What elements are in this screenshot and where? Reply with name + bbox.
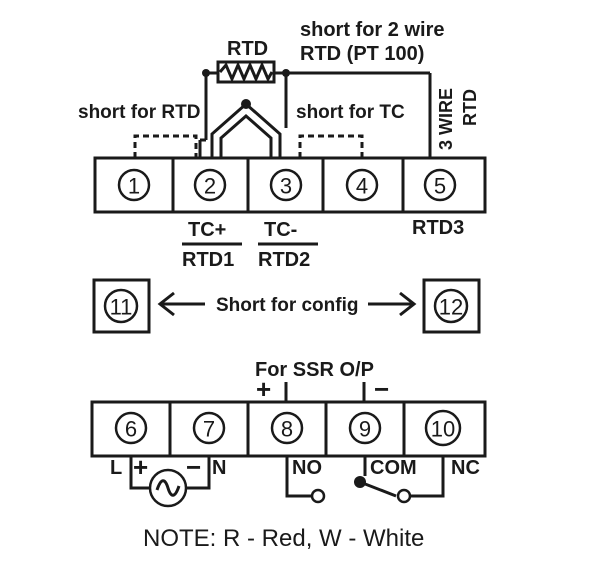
supply-minus-label: − [186, 452, 201, 482]
relay-no-label: NO [292, 457, 322, 479]
svg-text:5: 5 [434, 174, 446, 199]
relay-com-label: COM [370, 457, 417, 479]
terminal-1: 1 [117, 168, 151, 202]
three-wire-rtd-label: RTD [460, 89, 480, 126]
svg-text:3: 3 [280, 174, 292, 199]
rtd2-label: RTD2 [258, 249, 310, 271]
svg-text:4: 4 [356, 174, 368, 199]
terminal-3: 3 [269, 168, 303, 202]
ssr-label: For SSR O/P [255, 359, 374, 381]
svg-text:9: 9 [359, 417, 371, 442]
config-terminal-12: 12 [422, 278, 481, 334]
terminal-7: 7 [192, 411, 226, 445]
three-wire-label: 3 WIRE [436, 88, 456, 150]
relay-com-nc-wiring [354, 456, 445, 504]
tc-minus-label: TC- [264, 219, 297, 241]
config-terminal-11: 11 [92, 278, 151, 334]
short-for-rtd-label: short for RTD [78, 102, 200, 123]
short-2wire-line1: short for 2 wire [300, 19, 444, 41]
rtd1-label: RTD1 [182, 249, 234, 271]
rtd-label: RTD [227, 38, 268, 60]
terminal-8: 8 [270, 411, 304, 445]
rtd-resistor-icon [216, 60, 276, 84]
short-2wire-line2: RTD (PT 100) [300, 43, 424, 65]
rtd-wiring [198, 69, 432, 158]
terminal-2: 2 [193, 168, 227, 202]
short-for-tc-label: short for TC [296, 102, 405, 123]
short-tc-dashed-link [298, 134, 364, 158]
thermocouple-junction-icon [210, 99, 282, 158]
tc-plus-label: TC+ [188, 219, 226, 241]
svg-text:10: 10 [431, 417, 455, 442]
svg-text:7: 7 [203, 417, 215, 442]
short-rtd-dashed-link [133, 134, 198, 158]
svg-text:8: 8 [281, 417, 293, 442]
short-for-config-label: Short for config [216, 295, 358, 316]
ssr-minus-label: − [374, 374, 389, 404]
supply-n-label: N [212, 457, 226, 479]
rtd3-label: RTD3 [412, 217, 464, 239]
terminal-4: 4 [345, 168, 379, 202]
terminal-9: 9 [348, 411, 382, 445]
svg-text:1: 1 [128, 174, 140, 199]
svg-text:6: 6 [125, 417, 137, 442]
right-arrow-icon [368, 291, 417, 317]
left-arrow-icon [157, 291, 205, 317]
terminal-10: 10 [424, 409, 462, 447]
relay-nc-label: NC [451, 457, 480, 479]
ssr-plus-label: + [256, 374, 271, 404]
supply-l-label: L [110, 457, 122, 479]
ac-source-icon [148, 468, 188, 508]
svg-text:2: 2 [204, 174, 216, 199]
supply-plus-label: + [133, 452, 148, 482]
svg-text:11: 11 [110, 295, 133, 320]
terminal-6: 6 [114, 411, 148, 445]
terminal-5: 5 [423, 168, 457, 202]
svg-text:12: 12 [439, 295, 463, 320]
colour-note: NOTE: R - Red, W - White [143, 525, 424, 552]
supply-wiring [129, 456, 211, 490]
relay-no-wiring [285, 456, 326, 504]
